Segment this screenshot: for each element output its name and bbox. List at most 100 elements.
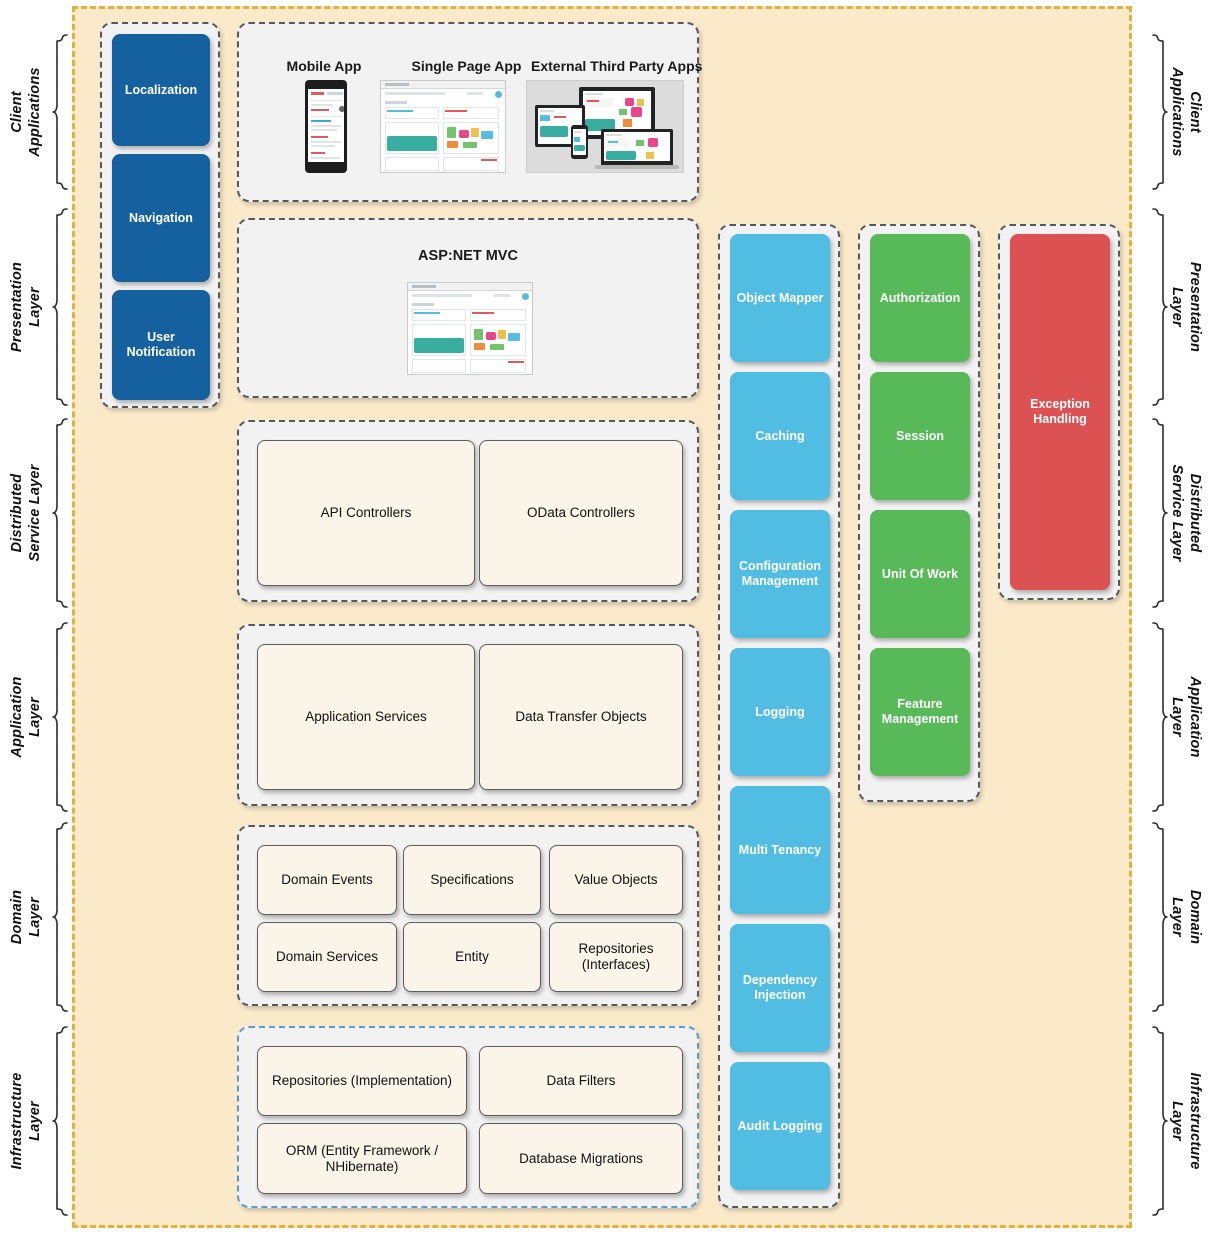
card-repositories-interfaces[interactable]: Repositories(Interfaces) [549, 922, 683, 992]
card-odata-controllers[interactable]: OData Controllers [479, 440, 683, 586]
card-database-migrations[interactable]: Database Migrations [479, 1123, 683, 1194]
card-repositories-implementation[interactable]: Repositories (Implementation) [257, 1046, 467, 1116]
application-layer-panel: Application Services Data Transfer Objec… [237, 624, 699, 806]
left-layer-brace-3 [52, 622, 68, 812]
card-domain-services[interactable]: Domain Services [257, 922, 397, 992]
left-layer-brace-5 [52, 1026, 68, 1216]
card-label: Navigation [129, 210, 193, 225]
left-layer-brace-4 [52, 822, 68, 1012]
card-label: Caching [755, 428, 805, 443]
cross-cutting-green-panel: Authorization Session Unit Of Work Featu… [858, 224, 980, 802]
card-object-mapper[interactable]: Object Mapper [730, 234, 830, 362]
card-entity[interactable]: Entity [403, 922, 541, 992]
card-label: Authorization [879, 290, 961, 305]
card-domain-events[interactable]: Domain Events [257, 845, 397, 915]
card-authorization[interactable]: Authorization [870, 234, 970, 362]
card-label: Repositories(Interfaces) [578, 941, 654, 972]
card-orm[interactable]: ORM (Entity Framework /NHibernate) [257, 1123, 467, 1194]
card-label: Data Filters [546, 1073, 616, 1089]
aspnet-mvc-title: ASP:NET MVC [418, 248, 518, 264]
card-label: Value Objects [574, 872, 658, 888]
card-label: Data Transfer Objects [515, 709, 647, 725]
card-label: Multi Tenancy [738, 842, 822, 857]
card-multi-tenancy[interactable]: Multi Tenancy [730, 786, 830, 914]
card-label: Entity [455, 949, 489, 965]
right-layer-brace-2 [1152, 418, 1168, 608]
card-label: Domain Events [281, 872, 373, 888]
card-unit-of-work[interactable]: Unit Of Work [870, 510, 970, 638]
card-label: Repositories (Implementation) [271, 1073, 453, 1089]
single-page-app-thumbnail [380, 80, 506, 173]
card-api-controllers[interactable]: API Controllers [257, 440, 475, 586]
card-label: ORM (Entity Framework /NHibernate) [285, 1142, 439, 1174]
card-caching[interactable]: Caching [730, 372, 830, 500]
left-layer-brace-1 [52, 208, 68, 406]
card-label: API Controllers [320, 505, 412, 521]
right-layer-brace-3 [1152, 622, 1168, 812]
right-layer-brace-5 [1152, 1026, 1168, 1216]
mobile-app-thumbnail [305, 80, 347, 173]
card-label: OData Controllers [526, 505, 636, 521]
right-layer-brace-4 [1152, 822, 1168, 1012]
card-label: Session [896, 428, 944, 443]
left-layer-brace-2 [52, 418, 68, 608]
card-localization[interactable]: Localization [112, 34, 210, 146]
card-audit-logging[interactable]: Audit Logging [730, 1062, 830, 1190]
presentation-aspnet-mvc-panel: ASP:NET MVC [237, 218, 699, 398]
card-label: Localization [124, 82, 198, 97]
card-data-transfer-objects[interactable]: Data Transfer Objects [479, 644, 683, 790]
infrastructure-layer-panel: Repositories (Implementation) Data Filte… [237, 1026, 699, 1208]
card-label: Logging [755, 704, 805, 719]
card-label: Specifications [430, 872, 514, 888]
external-apps-thumbnail [526, 80, 684, 173]
card-data-filters[interactable]: Data Filters [479, 1046, 683, 1116]
client-app-label-mobile: Mobile App [286, 58, 362, 74]
card-application-services[interactable]: Application Services [257, 644, 475, 790]
card-label: Application Services [305, 709, 427, 725]
client-app-label-spa: Single Page App [411, 58, 522, 74]
right-layer-brace-1 [1152, 208, 1168, 406]
right-layer-brace-0 [1152, 34, 1168, 190]
card-label: Unit Of Work [881, 566, 959, 581]
left-layer-brace-0 [52, 34, 68, 190]
card-session[interactable]: Session [870, 372, 970, 500]
card-label: Domain Services [275, 949, 379, 965]
client-app-label-external: External Third Party Apps [531, 58, 703, 74]
card-navigation[interactable]: Navigation [112, 154, 210, 282]
card-logging[interactable]: Logging [730, 648, 830, 776]
client-applications-panel: Mobile App Single Page App External Thir… [237, 22, 703, 202]
card-specifications[interactable]: Specifications [403, 845, 541, 915]
domain-layer-panel: Domain Events Specifications Value Objec… [237, 825, 699, 1006]
card-value-objects[interactable]: Value Objects [549, 845, 683, 915]
card-label: Database Migrations [519, 1150, 643, 1166]
card-label: Audit Logging [737, 1118, 823, 1133]
card-label: Object Mapper [736, 290, 824, 305]
aspnet-mvc-thumbnail [407, 282, 533, 375]
